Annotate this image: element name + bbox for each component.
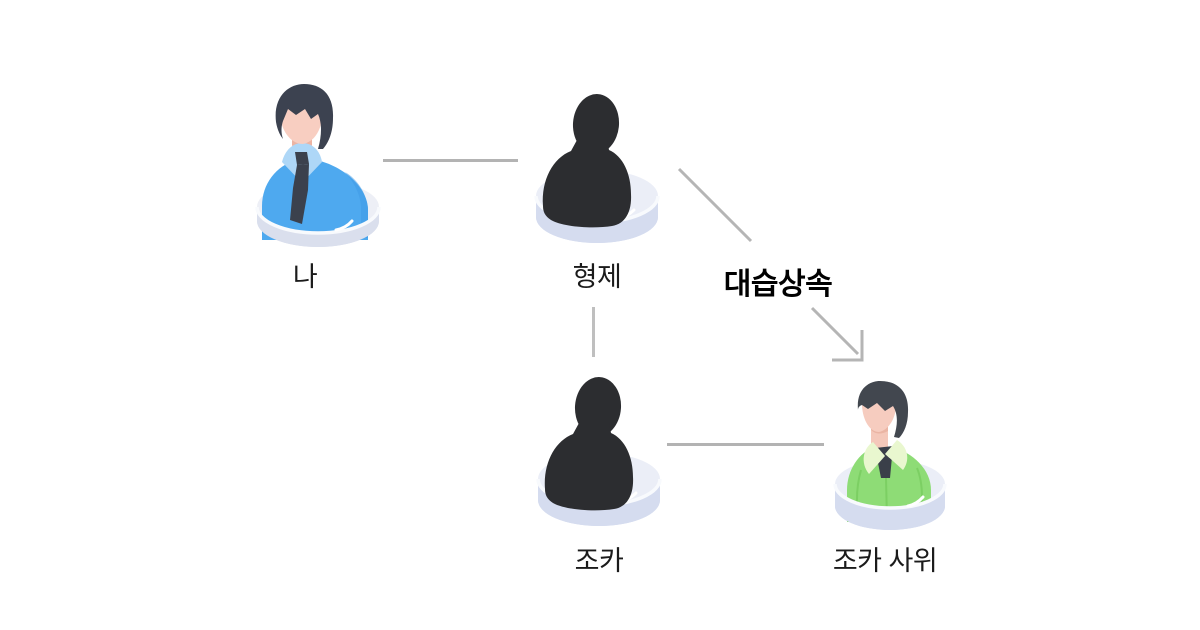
- person-green-shirt-icon: [833, 381, 947, 530]
- node-label-nephew: 조카: [574, 546, 624, 576]
- connector-nephew-soninlaw: [667, 443, 824, 446]
- connector-me-sibling: [383, 159, 518, 162]
- person-blue-shirt-icon: [255, 84, 381, 247]
- node-label-sibling: 형제: [572, 262, 622, 292]
- substitute-inheritance-label: 대습상속: [723, 268, 833, 301]
- person-silhouette-icon: [534, 94, 660, 243]
- connector-sibling-nephew: [592, 307, 595, 357]
- person-silhouette-icon: [536, 377, 662, 526]
- node-label-nephew-son-in-law: 조카 사위: [832, 546, 938, 576]
- node-label-me: 나: [292, 262, 318, 292]
- substitute-inheritance-arrow: [677, 167, 864, 362]
